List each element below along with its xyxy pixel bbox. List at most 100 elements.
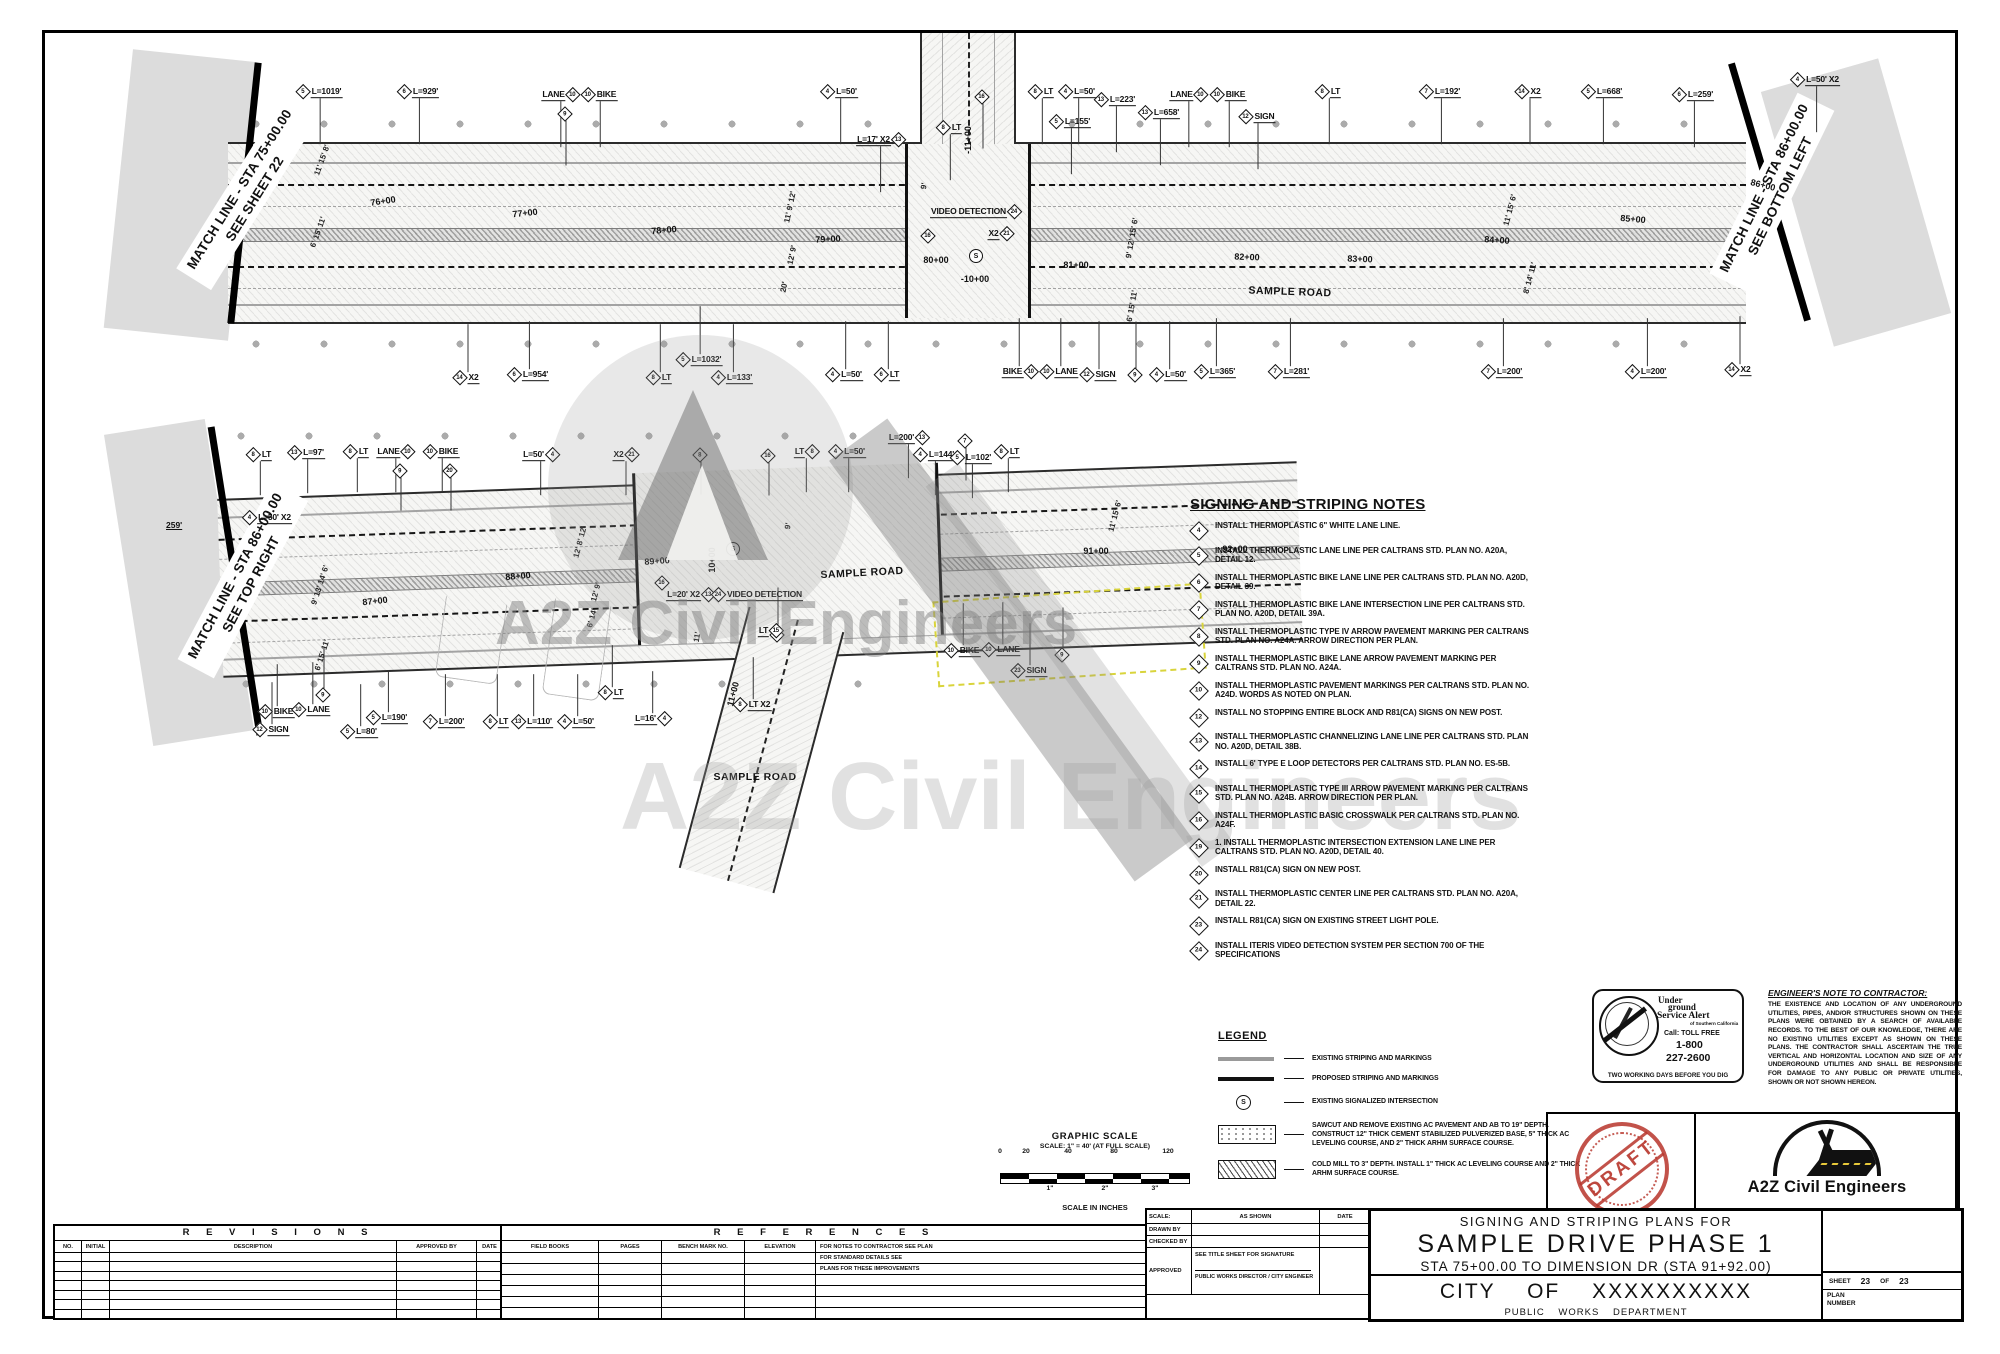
firm-logo-icon	[1773, 1120, 1881, 1176]
checked-by-label: CHECKED BY	[1147, 1236, 1192, 1247]
callout: 5 L=190'	[365, 671, 409, 726]
callout-diamond-icon: 12	[1238, 109, 1254, 125]
callout: 9	[1127, 321, 1143, 383]
callout: 5 L=155'	[1048, 114, 1092, 173]
callout-diamond-icon: 10	[400, 444, 416, 460]
callout: 4 L=50'	[556, 675, 595, 730]
scale-caption: SCALE IN INCHES	[1062, 1203, 1128, 1212]
callout-diamond-icon: 5	[365, 710, 382, 726]
firm-logo-cell: A2Z Civil Engineers	[1696, 1114, 1958, 1224]
callout: 6 L=929'	[396, 84, 440, 143]
col-date: DATE	[482, 1243, 497, 1250]
references-table: R E F E R E N C E S FIELD BOOKS PAGES BE…	[500, 1224, 1149, 1320]
callout: LT 15	[757, 623, 785, 639]
title-line-3: STA 75+00.00 TO DIMENSION DR (STA 91+92.…	[1420, 1259, 1772, 1274]
callout: 4 L=50' X2	[1789, 72, 1840, 131]
callout: 8 LT X2	[732, 658, 772, 713]
callout: X2 21	[612, 447, 640, 494]
callout: VIDEO DETECTION 24	[930, 204, 1023, 220]
station-label: -10+00	[960, 274, 990, 284]
usa-under: Under	[1658, 995, 1683, 1005]
watermark-logo-icon	[548, 335, 853, 640]
callout-diamond-icon: 8	[993, 444, 1010, 460]
sheet-label: SHEET	[1829, 1277, 1851, 1285]
callout-diamond-icon: 4	[656, 711, 673, 727]
callout: X2 21	[987, 226, 1015, 242]
col-approved-by: APPROVED BY	[397, 1241, 477, 1252]
callout: LANE 10	[541, 87, 581, 146]
callout: 7 L=200'	[1480, 319, 1524, 380]
draft-stamp-icon: DRAFT	[1575, 1122, 1669, 1216]
callout: 5 L=365'	[1193, 319, 1237, 380]
approval-block: SCALE: AS SHOWN DATE DRAWN BY CHECKED BY…	[1145, 1208, 1372, 1320]
col-elevation: ELEVATION	[745, 1241, 816, 1252]
callout-diamond-icon: 8	[245, 447, 262, 463]
callout-diamond-icon: 4	[819, 84, 836, 100]
notes-title: SIGNING AND STRIPING NOTES	[1190, 496, 1426, 513]
note-diamond-icon: 13	[1189, 732, 1209, 752]
approved-label: APPROVED	[1147, 1248, 1192, 1294]
callout: L=50' 4	[522, 447, 561, 494]
legend-item: SAWCUT AND REMOVE EXISTING AC PAVEMENT A…	[1218, 1121, 1590, 1149]
legend: LEGEND EXISTING STRIPING AND MARKINGS PR…	[1218, 1030, 1590, 1190]
callout-diamond-icon: 7	[422, 714, 439, 730]
callout: 4 L=200'	[1624, 319, 1668, 380]
callout: 16	[760, 448, 776, 496]
note-item: 8 INSTALL THERMOPLASTIC TYPE IV ARROW PA…	[1189, 627, 1530, 647]
station-label: 82+00	[1234, 251, 1260, 263]
callout: 10 BIKE	[257, 665, 295, 720]
plan-number-cell: PLAN NUMBER	[1827, 1292, 1856, 1308]
legend-connector	[1284, 1058, 1304, 1060]
revisions-table: R E V I S I O N S NO. INITIAL DESCRIPTIO…	[53, 1224, 504, 1320]
callout-diamond-icon: 13	[914, 430, 931, 446]
callout: 10 LANE	[981, 603, 1021, 658]
callout: 13 L=97'	[286, 445, 325, 492]
callout: BIKE 10	[1001, 319, 1039, 380]
callout: 8 LT	[245, 447, 273, 494]
callout-diamond-icon: 5	[295, 84, 311, 100]
signature-line	[1195, 1270, 1312, 1271]
sheet-number: 23	[1860, 1276, 1871, 1286]
legend-swatch-icon	[1218, 1076, 1274, 1081]
station-label: -11+00	[963, 126, 973, 154]
signature-title: PUBLIC WORKS DIRECTOR / CITY ENGINEER	[1195, 1274, 1314, 1280]
note-diamond-icon: 12	[1189, 707, 1209, 728]
department-name: PUBLIC WORKS DEPARTMENT	[1504, 1307, 1688, 1318]
note-diamond-icon: 14	[1189, 759, 1209, 779]
ref-note-2: FOR STANDARD DETAILS SEE	[820, 1255, 903, 1261]
callout-diamond-icon: 20	[442, 463, 458, 479]
callout: LANE 10	[376, 444, 416, 491]
callout: 12 SIGN	[252, 683, 290, 738]
callout: 5 L=80'	[339, 685, 378, 740]
legend-connector	[1284, 1168, 1304, 1170]
callout: 24 VIDEO DETECTION	[710, 587, 803, 603]
callout: 16	[974, 89, 990, 149]
scale-tick: 120	[1162, 1148, 1174, 1155]
scale-label: SCALE:	[1147, 1210, 1192, 1223]
callout: 13 L=223'	[1093, 92, 1137, 151]
callout-diamond-icon: 4	[241, 510, 258, 526]
callout: 4 L=50'	[827, 444, 866, 491]
note-item: 20 INSTALL R81(CA) SIGN ON NEW POST.	[1189, 865, 1530, 885]
callout-diamond-icon: 6	[396, 84, 413, 100]
tree-row	[235, 430, 935, 442]
callout-diamond-icon: 5	[339, 724, 356, 740]
callout-diamond-icon: 14	[1514, 84, 1530, 100]
note-diamond-icon: 9	[1189, 653, 1209, 674]
signal-symbol: S	[969, 249, 983, 263]
note-item: 24 INSTALL ITERIS VIDEO DETECTION SYSTEM…	[1189, 941, 1530, 961]
legend-swatch-icon	[1218, 1125, 1276, 1145]
callout-diamond-icon: 9	[392, 463, 408, 479]
scale-inch-tick: 1"	[1046, 1185, 1054, 1192]
callout-diamond-icon: 10	[257, 704, 274, 720]
callout: 10 LANE	[291, 663, 331, 718]
callout-diamond-icon: 4	[556, 714, 573, 730]
note-item: 7 INSTALL THERMOPLASTIC BIKE LANE INTERS…	[1189, 600, 1530, 620]
usa-service-alert: Service Alert	[1657, 1011, 1710, 1021]
col-description: DESCRIPTION	[110, 1241, 397, 1252]
note-item: 12 INSTALL NO STOPPING ENTIRE BLOCK AND …	[1189, 707, 1530, 728]
scale-tick: 40	[1064, 1148, 1072, 1155]
callout-diamond-icon: 7	[957, 433, 973, 449]
callout-diamond-icon: 5	[1580, 84, 1597, 100]
